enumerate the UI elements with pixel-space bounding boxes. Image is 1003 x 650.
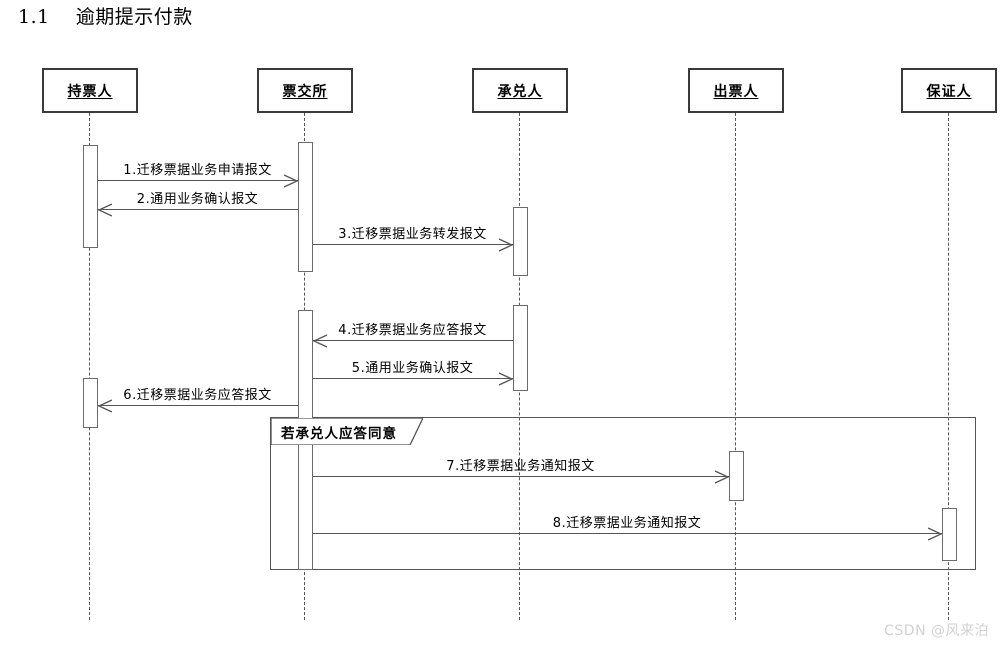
message-label-3: 3.迁移票据业务转发报文 (338, 227, 487, 242)
message-arrow-3 (312, 238, 513, 252)
activation-bar-holder-1 (82, 378, 98, 428)
message-label-4: 4.迁移票据业务应答报文 (338, 323, 487, 338)
combined-fragment (270, 417, 976, 570)
activation-bar-acceptor-4 (512, 207, 528, 276)
message-label-1: 1.迁移票据业务申请报文 (123, 163, 272, 178)
message-arrow-5 (312, 372, 513, 386)
arrowhead-icon (97, 203, 112, 217)
lifeline-guarantor (948, 113, 950, 620)
page-title: 1.1 逾期提示付款 (18, 2, 193, 29)
activation-bar-drawer-6 (728, 451, 744, 501)
message-arrow-8 (312, 527, 942, 541)
lifeline-drawer (735, 113, 737, 620)
message-label-7: 7.迁移票据业务通知报文 (446, 459, 595, 474)
page-title-number: 1.1 (18, 6, 50, 28)
lifeline-label-acceptor: 承兑人 (497, 83, 543, 100)
lifeline-header-exchange[interactable]: 票交所 (257, 68, 353, 113)
lifeline-header-acceptor[interactable]: 承兑人 (472, 68, 568, 113)
arrowhead-icon (498, 372, 513, 386)
message-label-2: 2.通用业务确认报文 (136, 192, 259, 207)
lifeline-header-drawer[interactable]: 出票人 (688, 68, 784, 113)
lifeline-header-guarantor[interactable]: 保证人 (901, 68, 997, 113)
lifeline-holder (89, 113, 91, 620)
lifeline-header-holder[interactable]: 持票人 (42, 68, 138, 113)
page-title-text: 逾期提示付款 (75, 6, 193, 28)
message-label-5: 5.通用业务确认报文 (351, 361, 474, 376)
arrowhead-icon (97, 399, 112, 413)
lifeline-label-holder: 持票人 (67, 83, 113, 100)
fragment-guard-tag: 若承兑人应答同意 (271, 418, 423, 445)
lifeline-label-drawer: 出票人 (713, 83, 759, 100)
message-label-8: 8.迁移票据业务通知报文 (552, 516, 702, 531)
activation-bar-acceptor-5 (512, 305, 528, 391)
arrowhead-icon (283, 174, 298, 188)
lifeline-label-guarantor: 保证人 (926, 83, 972, 100)
activation-bar-guarantor-7 (941, 508, 957, 561)
fragment-guard-label: 若承兑人应答同意 (281, 425, 397, 442)
arrowhead-icon (498, 238, 513, 252)
message-arrow-6 (97, 399, 298, 413)
activation-bar-exchange-2 (297, 142, 313, 272)
message-arrow-4 (312, 334, 513, 348)
message-label-6: 6.迁移票据业务应答报文 (123, 388, 272, 403)
arrowhead-icon (312, 334, 327, 348)
activation-bar-holder-0 (82, 145, 98, 248)
message-arrow-1 (97, 174, 298, 188)
lifeline-label-exchange: 票交所 (282, 83, 328, 100)
csdn-watermark: CSDN @风来泊 (884, 623, 989, 639)
message-arrow-2 (97, 203, 298, 217)
arrowhead-icon (927, 527, 942, 541)
arrowhead-icon (714, 470, 729, 484)
message-arrow-7 (312, 470, 729, 484)
